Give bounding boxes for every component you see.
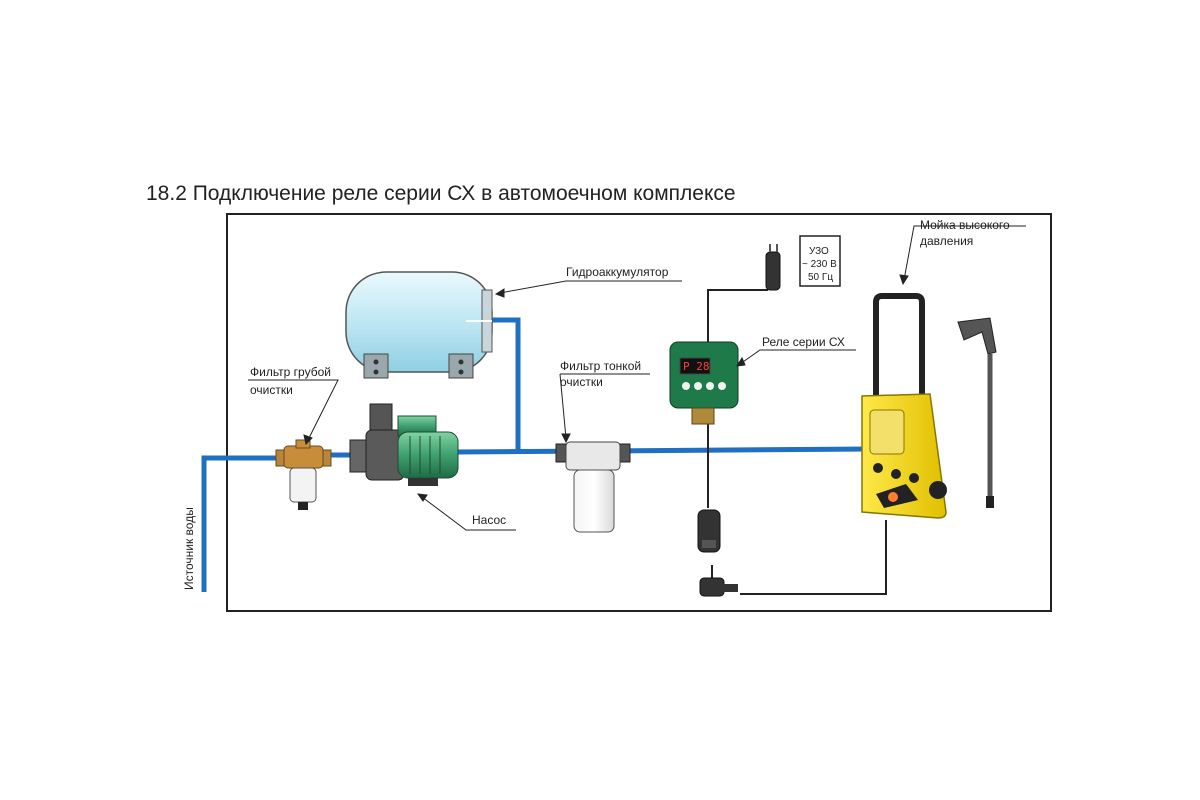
pressure-washer bbox=[861, 293, 947, 519]
plug-bottom bbox=[699, 577, 738, 597]
fine-filter-label-line1: Фильтр тонкой bbox=[560, 359, 641, 373]
pump bbox=[349, 403, 459, 486]
fine-filter-label-line2: очистки bbox=[560, 375, 603, 389]
relay-display: P 28 bbox=[683, 360, 710, 373]
diagram-frame bbox=[226, 213, 1052, 612]
relay-label: Реле серии СХ bbox=[762, 335, 845, 349]
uzo-box bbox=[799, 235, 841, 287]
coarse-filter-callout bbox=[248, 379, 339, 445]
relay-callout bbox=[736, 349, 856, 367]
accumulator-callout bbox=[494, 280, 682, 298]
accumulator-tank bbox=[345, 271, 493, 379]
washer-label-line1: Мойка высокого bbox=[920, 218, 1010, 232]
plug-top bbox=[765, 244, 781, 291]
pump-label: Насос bbox=[472, 513, 506, 527]
coarse-filter-label-line1: Фильтр грубой bbox=[250, 365, 331, 379]
coarse-filter-label-line2: очистки bbox=[250, 383, 293, 397]
water-source-label: Источник воды bbox=[182, 507, 196, 590]
fine-filter-callout bbox=[559, 373, 650, 444]
socket bbox=[697, 509, 721, 553]
fine-filter bbox=[555, 441, 631, 533]
diagram-title: 18.2 Подключение реле серии СХ в автомое… bbox=[146, 182, 736, 205]
spray-gun bbox=[957, 317, 997, 508]
pump-callout bbox=[416, 493, 516, 531]
uzo-line1: УЗО bbox=[809, 246, 829, 257]
water-pipe bbox=[201, 317, 871, 592]
uzo-line3: 50 Гц bbox=[808, 272, 833, 283]
uzo-line2: ~ 230 В bbox=[802, 259, 837, 270]
coarse-filter bbox=[275, 439, 332, 510]
washer-callout bbox=[899, 225, 1026, 286]
pressure-relay bbox=[669, 341, 739, 425]
accumulator-label: Гидроаккумулятор bbox=[566, 265, 669, 279]
washer-label-line2: давления bbox=[920, 234, 973, 248]
